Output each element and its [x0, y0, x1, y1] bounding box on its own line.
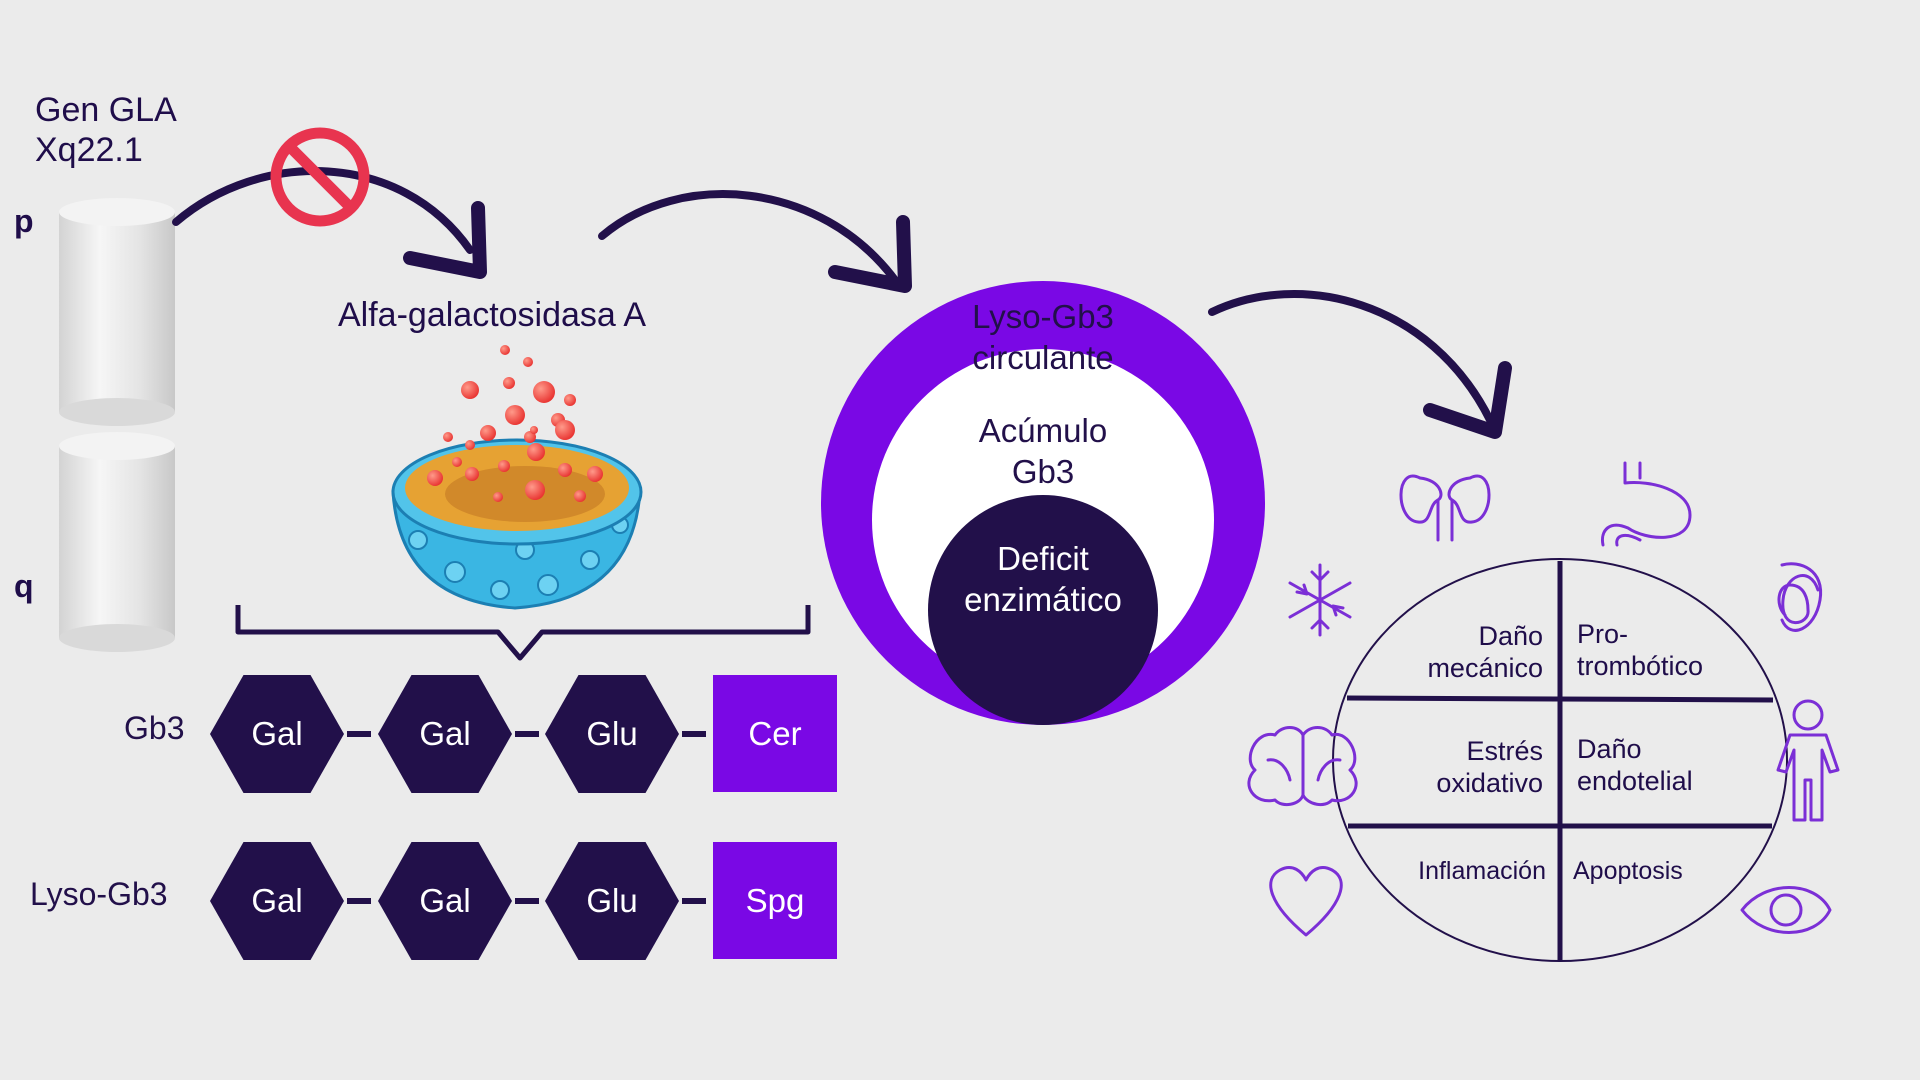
mechanism-top-left: Daño mecánico	[1380, 620, 1543, 684]
bond	[347, 731, 371, 737]
snowflake-icon	[1288, 563, 1352, 637]
arm-q-label: q	[14, 568, 34, 604]
sphingosine-block: Spg	[713, 842, 837, 959]
mechanism-text: Apoptosis	[1573, 857, 1683, 885]
gene-locus: Xq22.1	[35, 131, 143, 169]
mechanism-text: Daño	[1577, 734, 1642, 764]
ear-icon	[1777, 562, 1823, 632]
mechanism-text: Inflamación	[1418, 857, 1546, 885]
blocked-icon	[270, 127, 370, 227]
mechanism-oval	[1332, 558, 1788, 962]
bond	[515, 898, 539, 904]
eye-icon	[1740, 886, 1832, 934]
brain-icon	[1247, 726, 1358, 807]
arrow-circles-to-organs	[1208, 290, 1494, 424]
middle-circle-line-1: Acúmulo	[978, 412, 1108, 449]
sugar-hexagon: Gal	[210, 675, 344, 793]
mechanism-text: mecánico	[1427, 653, 1543, 683]
molecule-label: Gb3	[124, 710, 185, 746]
middle-circle-label: Acúmulo Gb3	[900, 410, 1186, 492]
arrow-gene-to-enzyme	[172, 167, 474, 254]
inner-circle-line-2: enzimático	[964, 581, 1122, 618]
sugar-hexagon: Gal	[210, 842, 344, 960]
bond	[682, 731, 706, 737]
arrow-enzyme-to-circles	[598, 190, 899, 284]
gene-label: Gen GLA Xq22.1	[35, 90, 177, 170]
heart-icon	[1269, 865, 1343, 937]
mechanism-text: Estrés	[1466, 736, 1543, 766]
outer-circle-line-1: Lyso-Gb3	[972, 298, 1114, 335]
inner-circle	[928, 495, 1158, 725]
molecule-label: Lyso-Gb3	[30, 876, 168, 912]
mechanism-mid-left: Estrés oxidativo	[1380, 735, 1543, 799]
outer-circle-label: Lyso-Gb3 circulante	[900, 296, 1186, 378]
inner-circle-line-1: Deficit	[997, 540, 1089, 577]
arm-p-label: p	[14, 203, 34, 239]
mechanism-bottom-left: Inflamación	[1380, 855, 1546, 887]
gene-name: Gen GLA	[35, 91, 177, 129]
lysosome-icon	[391, 345, 643, 610]
middle-circle-line-2: Gb3	[1011, 453, 1075, 490]
chromosome-icon	[59, 198, 175, 652]
arrowhead-2	[828, 215, 912, 293]
mechanism-bottom-right: Apoptosis	[1573, 855, 1763, 887]
arrowhead-3	[1423, 361, 1512, 439]
mechanism-text: trombótico	[1577, 651, 1704, 681]
mechanism-text: endotelial	[1577, 766, 1693, 796]
bond	[682, 898, 706, 904]
mechanism-mid-right: Daño endotelial	[1577, 733, 1767, 797]
ceramide-block: Cer	[713, 675, 837, 792]
mechanism-text: oxidativo	[1436, 768, 1543, 798]
bond	[347, 898, 371, 904]
enzyme-label: Alfa-galactosidasa A	[338, 296, 647, 334]
mechanism-text: Pro-	[1577, 619, 1629, 649]
inner-circle-label: Deficit enzimático	[900, 538, 1186, 620]
stomach-icon	[1600, 461, 1692, 547]
kidneys-icon	[1399, 474, 1491, 542]
sugar-hexagon: Gal	[378, 842, 512, 960]
mechanism-top-right: Pro- trombótico	[1577, 618, 1767, 682]
person-icon	[1776, 699, 1840, 822]
arrowhead-1	[403, 201, 487, 279]
outer-circle-line-2: circulante	[972, 339, 1114, 376]
mechanism-text: Daño	[1478, 621, 1543, 651]
bond	[515, 731, 539, 737]
sugar-hexagon: Gal	[378, 675, 512, 793]
bracket	[235, 605, 811, 661]
